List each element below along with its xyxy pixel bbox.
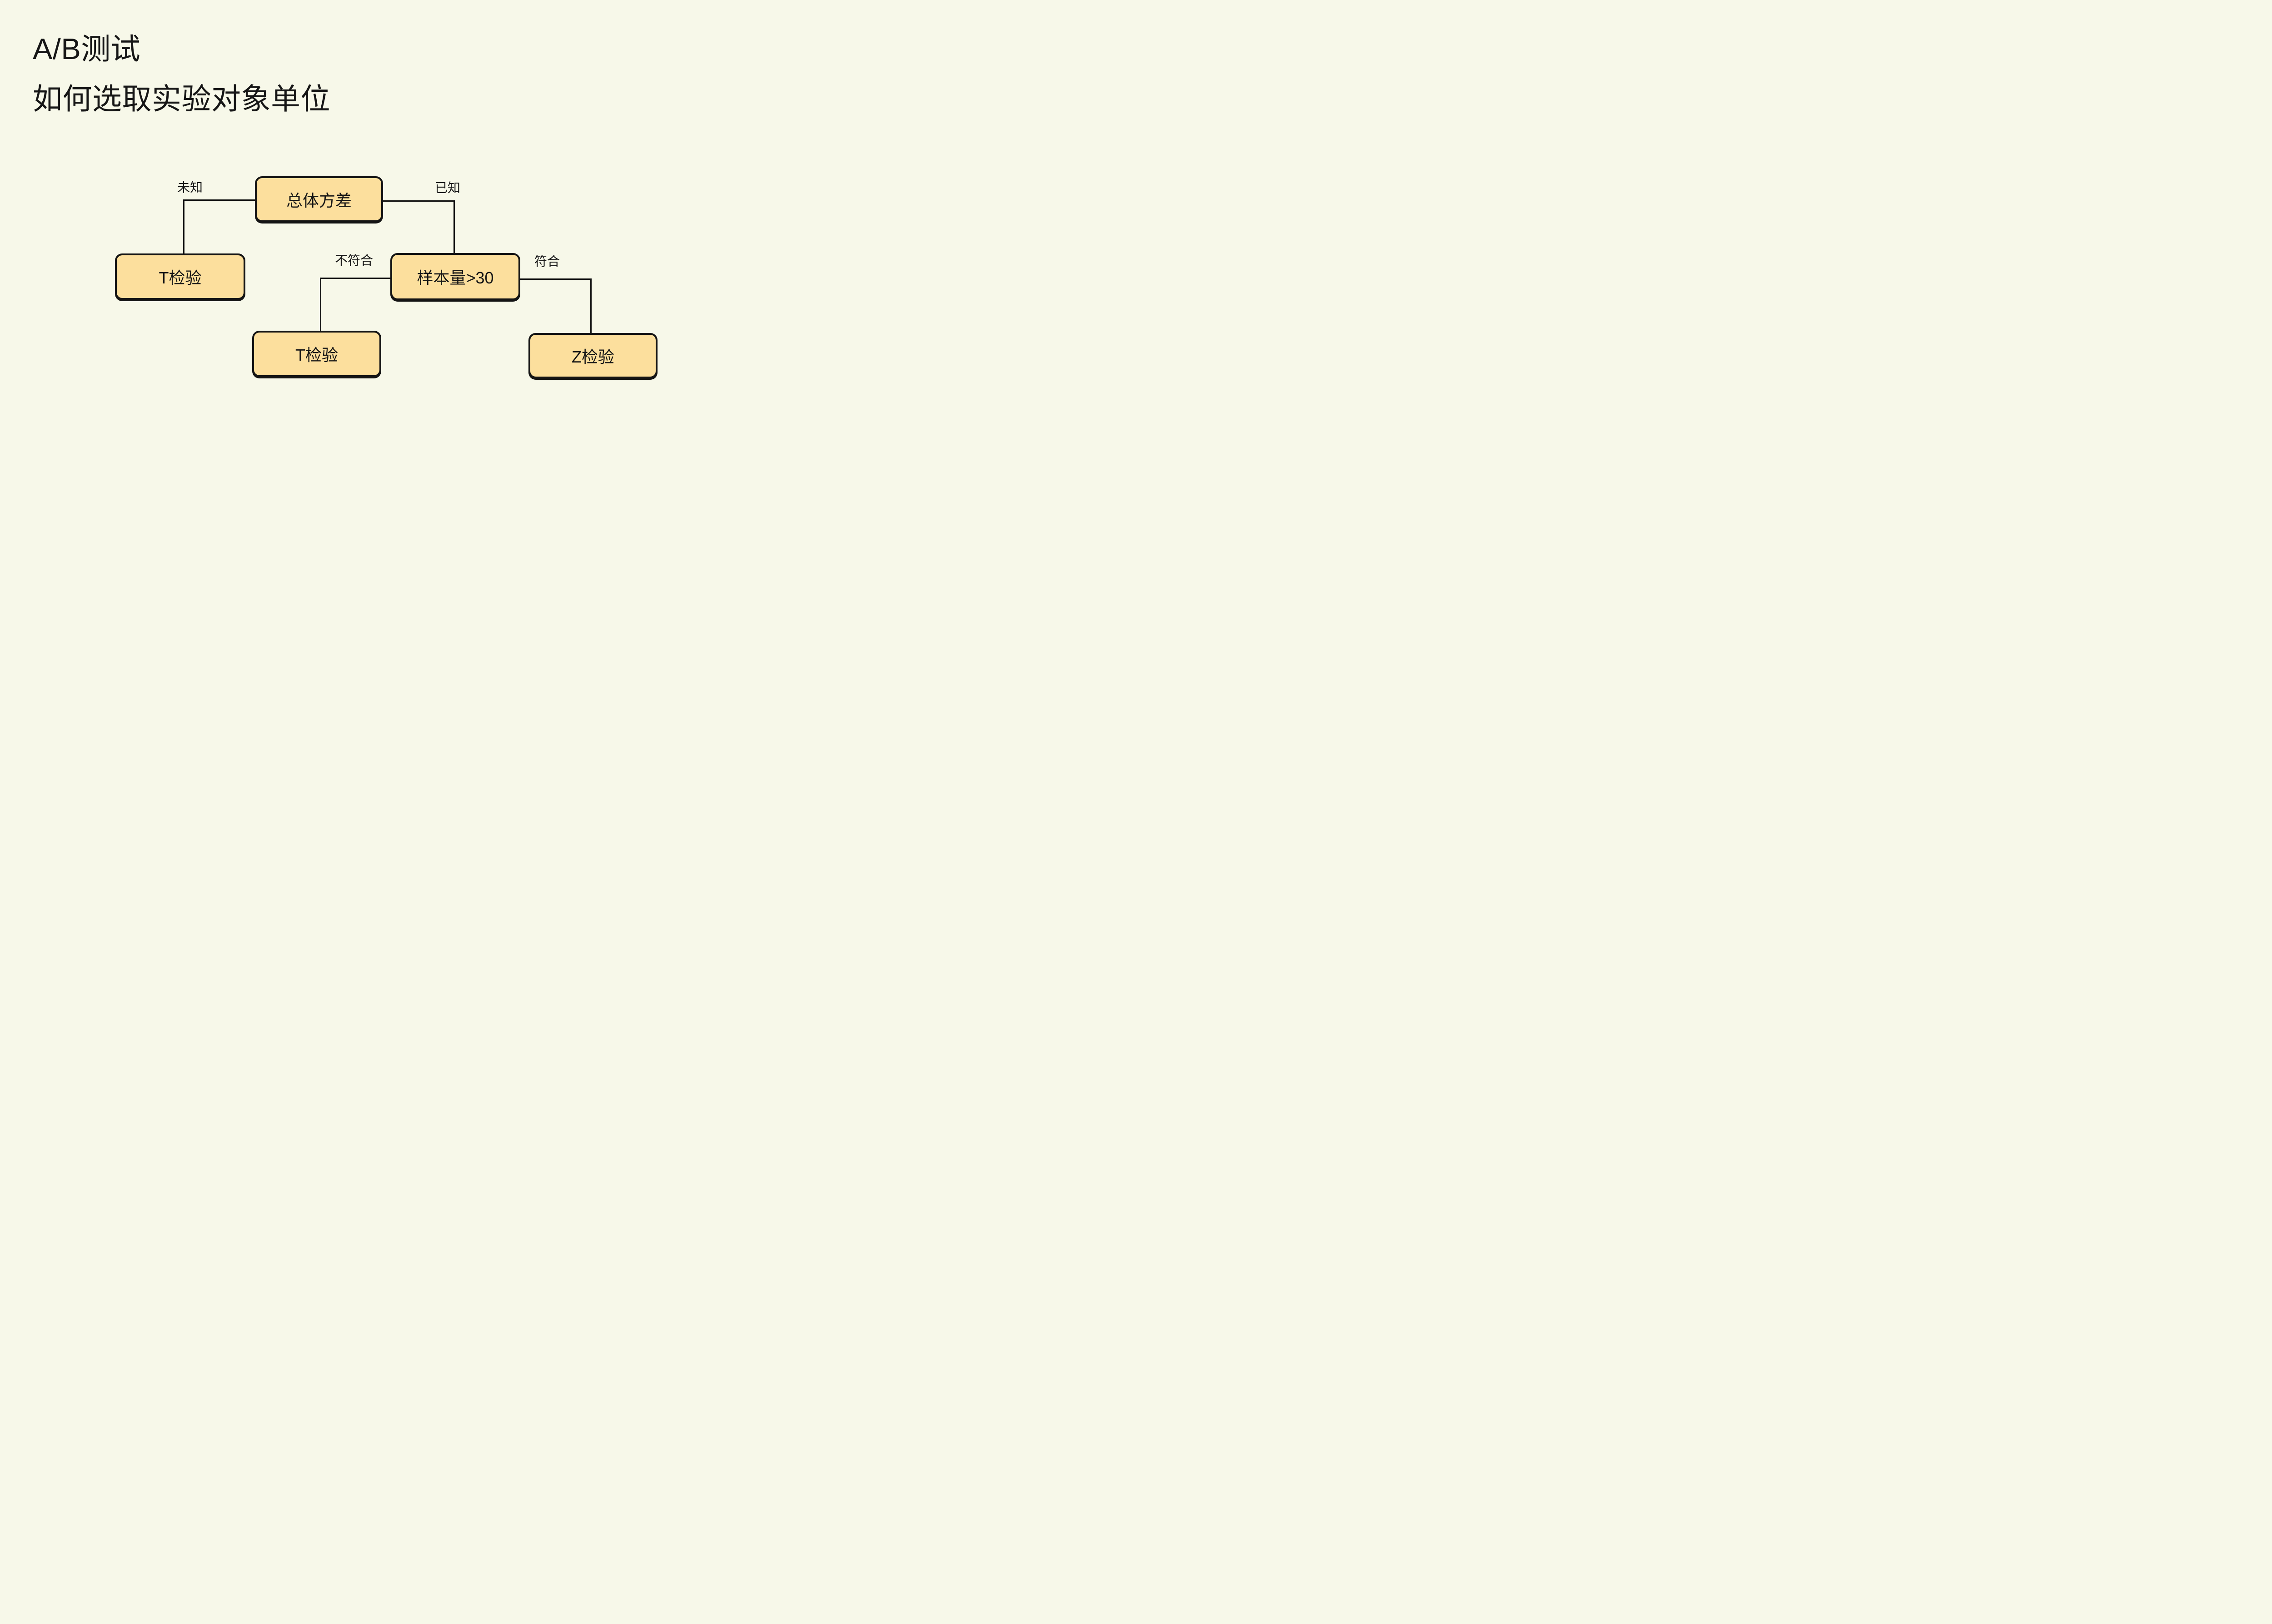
edge-line-known-horizontal (383, 200, 455, 202)
edge-line-met-horizontal (520, 278, 592, 280)
edge-label-met: 符合 (534, 254, 560, 268)
edge-line-not-met-vertical (320, 278, 321, 331)
node-population-variance: 总体方差 (255, 176, 383, 222)
page-title-line-1: A/B测试 (33, 32, 141, 65)
node-z-test: Z检验 (528, 333, 658, 378)
edge-line-met-vertical (590, 278, 592, 333)
edge-line-unknown-horizontal (183, 199, 255, 201)
edge-line-known-vertical (453, 200, 455, 253)
node-t-test-center: T检验 (252, 331, 381, 377)
node-population-variance-label: 总体方差 (286, 191, 352, 210)
node-sample-size: 样本量>30 (390, 253, 520, 300)
page-title-line-2: 如何选取实验对象单位 (33, 82, 331, 115)
edge-line-not-met-horizontal (320, 278, 390, 279)
edge-line-unknown-vertical (183, 199, 184, 253)
node-t-test-left-label: T检验 (159, 268, 202, 287)
node-t-test-center-label: T检验 (295, 346, 338, 364)
node-t-test-left: T检验 (115, 253, 245, 300)
edge-label-unknown: 未知 (177, 180, 203, 194)
node-z-test-label: Z检验 (572, 348, 614, 366)
edge-label-not-met: 不符合 (334, 253, 374, 268)
slide-canvas: A/B测试 如何选取实验对象单位 未知 已知 不符合 符合 总体方差 T检验 样… (0, 0, 691, 406)
node-sample-size-label: 样本量>30 (417, 268, 494, 287)
edge-label-known: 已知 (434, 181, 461, 195)
